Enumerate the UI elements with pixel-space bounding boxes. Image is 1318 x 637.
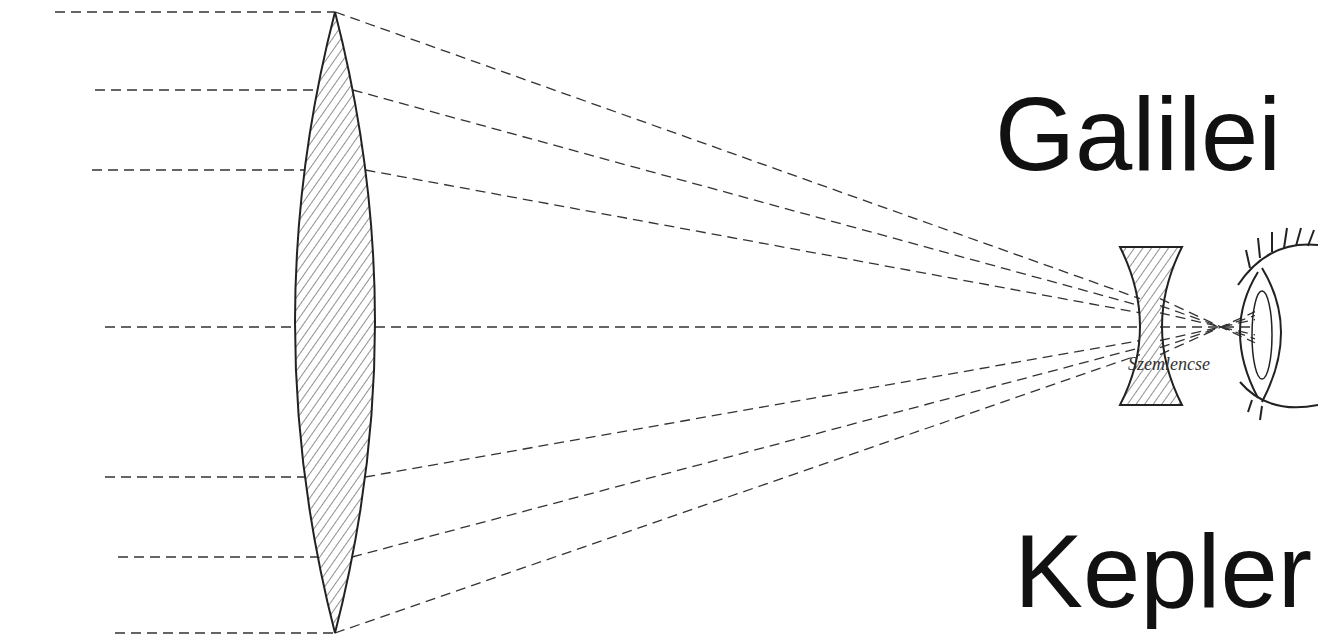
light-ray [105,476,305,477]
eye [1238,228,1318,420]
light-ray [115,632,335,633]
light-ray [95,89,317,90]
light-ray [118,556,318,557]
telescope-name: Galilei [995,76,1281,194]
part-label: Szemlencse [1128,354,1210,376]
light-ray [55,11,335,12]
telescope-name: Kepler [1014,513,1312,631]
light-ray [365,341,1140,478]
light-ray [105,326,295,327]
eyepiece-lens [1120,247,1182,405]
light-ray [375,326,1140,327]
objective-lens [295,12,375,633]
light-ray [92,169,305,170]
